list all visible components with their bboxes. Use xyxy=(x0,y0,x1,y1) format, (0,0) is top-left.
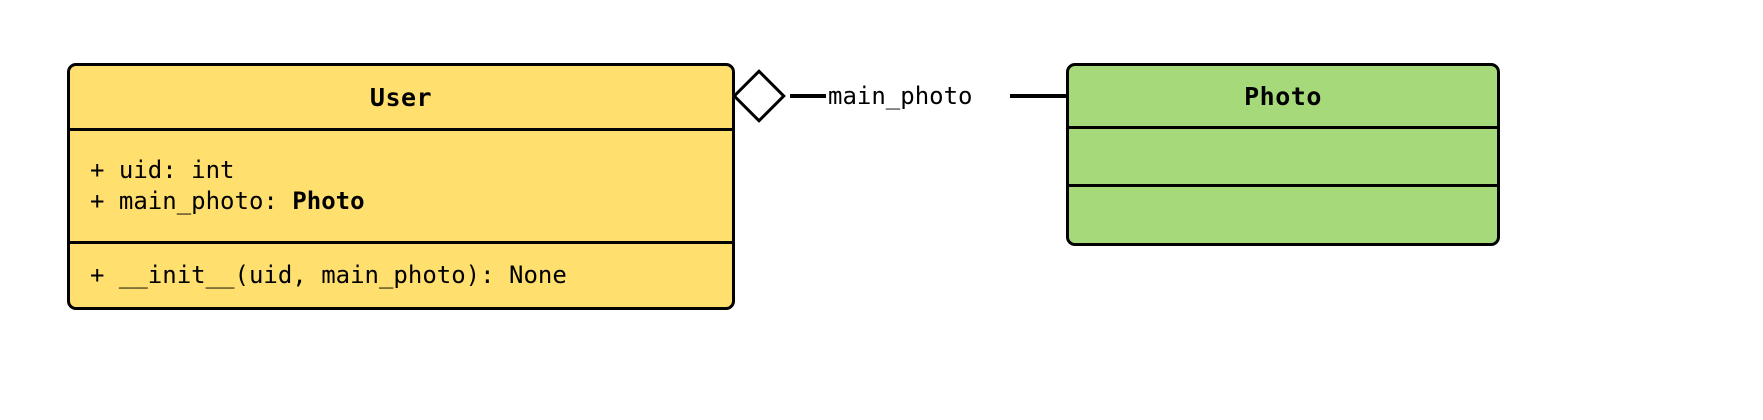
class-methods-photo xyxy=(1069,184,1497,242)
attribute-main-photo: + main_photo: Photo xyxy=(90,186,712,217)
class-box-photo[interactable]: Photo xyxy=(1066,63,1500,246)
association-line-right xyxy=(1010,94,1068,98)
class-title-user: User xyxy=(369,82,433,112)
attribute-uid: + uid: int xyxy=(90,156,235,184)
method-init: + __init__(uid, main_photo): None xyxy=(90,261,567,289)
class-attributes-photo xyxy=(1069,126,1497,184)
aggregation-diamond-icon xyxy=(732,69,786,123)
class-methods-user: + __init__(uid, main_photo): None xyxy=(70,241,732,307)
attribute-main-photo-prefix: + main_photo: xyxy=(90,187,293,215)
class-title-photo: Photo xyxy=(1244,81,1322,111)
class-attributes-user: + uid: int + main_photo: Photo xyxy=(70,128,732,241)
class-box-user[interactable]: User + uid: int + main_photo: Photo + __… xyxy=(67,63,735,310)
association-line-left xyxy=(790,94,826,98)
association-label-main-photo: main_photo xyxy=(828,82,973,110)
attribute-main-photo-type: Photo xyxy=(292,187,365,215)
